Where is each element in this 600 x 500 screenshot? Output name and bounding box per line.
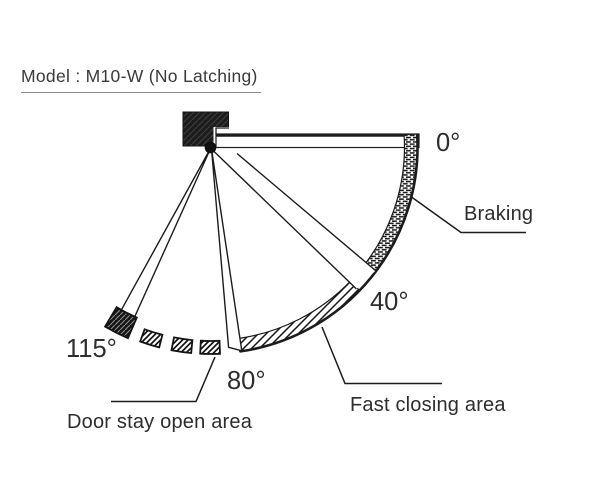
stay-open-segment [170, 336, 194, 354]
door-position-0 [215, 133, 420, 149]
door-end-cap-115 [103, 305, 138, 340]
door-position-80 [210, 148, 243, 352]
stay-open-segment [199, 339, 221, 355]
braking-zone-label: Braking [464, 203, 533, 225]
stay-open-segment [139, 328, 164, 349]
door-position-115 [119, 147, 212, 320]
model-title: Model : M10-W (No Latching) [21, 66, 261, 93]
fast-closing-zone-band [237, 280, 361, 353]
angle-label-80: 80° [227, 367, 266, 395]
pivot-point [204, 141, 217, 154]
fast-closing-callout-line [321, 326, 442, 385]
angle-label-0: 0° [436, 129, 460, 157]
fast-closing-zone-label: Fast closing area [350, 394, 506, 416]
stay-open-zone-label: Door stay open area [67, 411, 253, 433]
door-closer-body [182, 111, 230, 148]
stay-open-callout-line [111, 356, 216, 403]
swing-arc-outer [239, 133, 419, 353]
angle-label-115: 115° [66, 335, 117, 363]
stay-open-segments [139, 328, 221, 355]
door-position-40 [211, 148, 377, 290]
braking-callout-line [411, 196, 526, 234]
angle-label-40: 40° [370, 288, 409, 316]
